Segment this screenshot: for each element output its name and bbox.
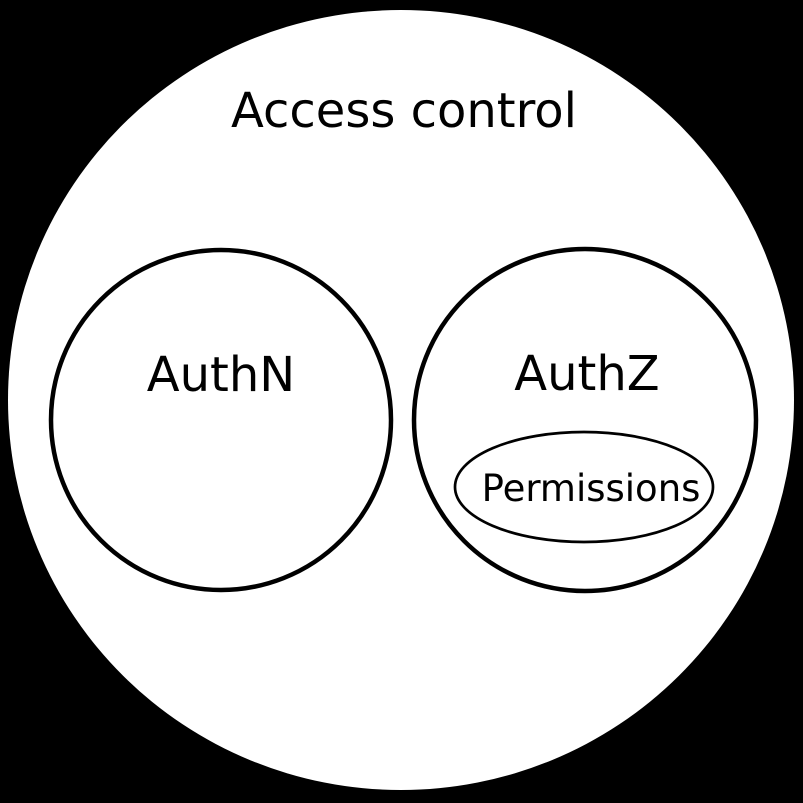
access-control-set-ellipse	[8, 10, 794, 790]
access-control-label: Access control	[231, 83, 577, 139]
authz-label: AuthZ	[514, 346, 659, 402]
authz-set-circle	[411, 246, 759, 594]
authn-set-circle	[48, 247, 394, 593]
authn-label: AuthN	[147, 347, 295, 403]
permissions-label: Permissions	[482, 467, 701, 510]
permissions-subset-ellipse	[453, 430, 715, 544]
